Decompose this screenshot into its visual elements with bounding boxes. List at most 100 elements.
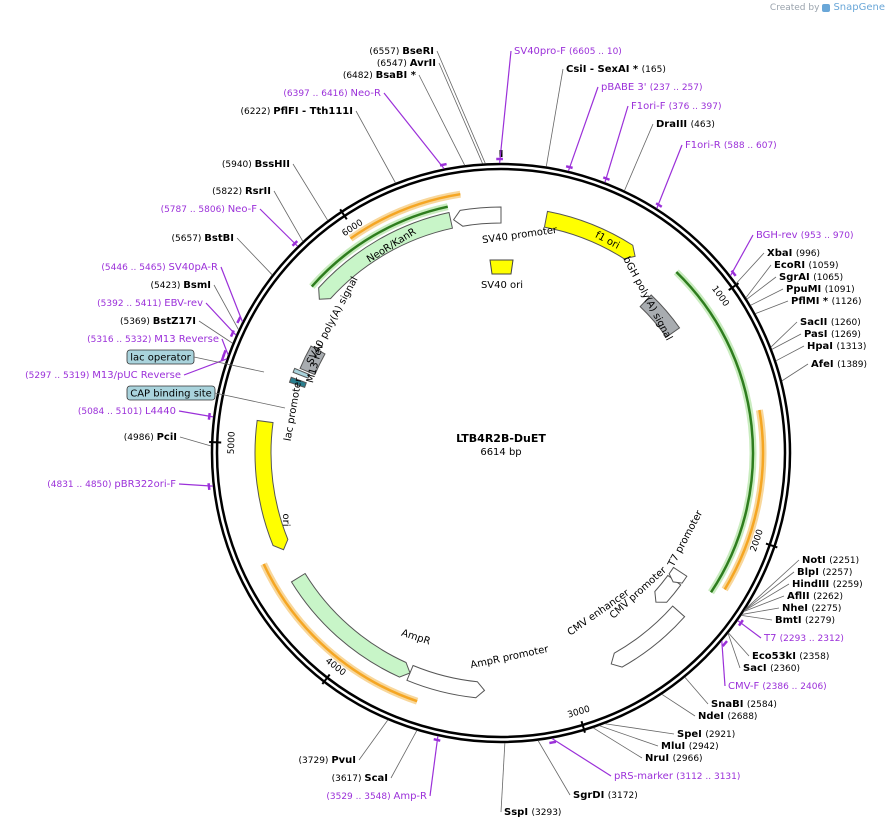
orf-arc[interactable] — [262, 563, 418, 703]
primer-bar[interactable] — [220, 354, 226, 362]
site-label[interactable]: NotI (2251) — [802, 555, 859, 566]
feature-neor-kanr[interactable] — [318, 211, 454, 300]
primer-bar[interactable] — [291, 240, 299, 247]
feature-label: ori — [280, 513, 291, 526]
site-label[interactable]: XbaI (996) — [767, 248, 820, 259]
feature-sv40-ori[interactable] — [489, 259, 514, 275]
primer-label[interactable]: (5084 .. 5101) L4440 — [78, 406, 176, 417]
feature-ampr-promoter[interactable] — [406, 664, 486, 699]
orf-arc[interactable] — [310, 205, 449, 288]
site-label[interactable]: SacI (2360) — [743, 663, 800, 674]
primer-label[interactable]: pRS-marker (3112 .. 3131) — [614, 771, 740, 782]
primer-bar[interactable] — [737, 619, 744, 627]
site-label[interactable]: (6547) AvrII — [377, 58, 436, 69]
site-label[interactable]: (4986) PciI — [124, 432, 177, 443]
primer-label[interactable]: (6397 .. 6416) Neo-R — [283, 88, 381, 99]
feature-sv40-promoter[interactable] — [452, 206, 502, 227]
backbone-inner-ring — [215, 167, 787, 739]
primer-label[interactable]: F1ori-F (376 .. 397) — [631, 101, 722, 112]
site-label[interactable]: (5940) BssHII — [222, 159, 290, 170]
primer-bar[interactable] — [721, 640, 728, 647]
site-label[interactable]: AflII (2262) — [787, 591, 843, 602]
site-label[interactable]: (5423) BsmI — [150, 280, 211, 291]
primer-label[interactable]: (5446 .. 5465) SV40pA-R — [101, 262, 218, 273]
site-label[interactable]: Eco53kI (2358) — [752, 651, 829, 662]
primer-bar[interactable] — [207, 412, 211, 420]
site-label[interactable]: (6222) PflFI - Tth111I — [240, 106, 353, 117]
site-leader — [755, 300, 789, 315]
primer-label[interactable]: (5316 .. 5332) M13 Reverse — [87, 334, 219, 345]
site-label[interactable]: SgrDI (3172) — [573, 790, 638, 801]
site-label[interactable]: SpeI (2921) — [677, 729, 735, 740]
primer-bar[interactable] — [439, 162, 447, 167]
primer-leader — [178, 410, 214, 418]
site-label[interactable]: SspI (3293) — [504, 807, 561, 818]
site-label[interactable]: CsiI - SexAI * (165) — [566, 64, 666, 75]
site-label[interactable]: SgrAI (1065) — [779, 272, 843, 283]
primer-bar[interactable] — [565, 165, 573, 170]
feature-lac-operator[interactable] — [292, 367, 311, 379]
site-leader — [661, 693, 696, 717]
primer-label[interactable]: (5392 .. 5411) EBV-rev — [97, 298, 203, 309]
feature-ori[interactable] — [254, 419, 289, 551]
primer-bar[interactable] — [602, 176, 610, 181]
site-leader — [741, 607, 780, 615]
site-leader — [213, 284, 239, 330]
primer-label[interactable]: BGH-rev (953 .. 970) — [756, 230, 854, 241]
site-label[interactable]: PasI (1269) — [804, 329, 861, 340]
primer-label[interactable]: (4831 .. 4850) pBR322ori-F — [47, 479, 176, 490]
site-label[interactable]: HindIII (2259) — [792, 579, 863, 590]
primer-bar[interactable] — [730, 269, 737, 277]
site-leader — [418, 74, 466, 166]
tick-mark — [765, 542, 778, 549]
primer-label[interactable]: (5297 .. 5319) M13/pUC Reverse — [25, 370, 181, 381]
primer-label[interactable]: F1ori-R (588 .. 607) — [685, 140, 777, 151]
primer-bar[interactable] — [655, 202, 663, 208]
feature-f1-ori[interactable] — [543, 210, 636, 260]
site-label[interactable]: PpuMI (1091) — [786, 284, 855, 295]
feature-cmv-enhancer[interactable] — [610, 605, 686, 668]
site-label[interactable]: (5369) BstZ17I — [120, 316, 196, 327]
primer-label[interactable]: (5787 .. 5806) Neo-F — [161, 204, 258, 215]
site-leader — [771, 333, 802, 350]
primer-bar[interactable] — [549, 740, 557, 745]
primer-bar[interactable] — [229, 329, 235, 338]
site-label[interactable]: SnaBI (2584) — [711, 699, 777, 710]
primer-bar[interactable] — [207, 483, 211, 491]
site-label[interactable]: NruI (2966) — [645, 753, 703, 764]
site-label[interactable]: (5657) BstBI — [172, 233, 235, 244]
primer-bar[interactable] — [236, 316, 242, 324]
feature-label: lac promoter — [283, 376, 305, 442]
feature-sv40-poly-a-signal[interactable] — [299, 345, 326, 376]
site-label[interactable]: AfeI (1389) — [811, 359, 867, 370]
site-label[interactable]: NdeI (2688) — [698, 711, 757, 722]
site-label[interactable]: (6557) BseRI — [369, 46, 434, 57]
feature-bgh-poly-a-signal[interactable] — [639, 294, 681, 338]
primer-label[interactable]: (3529 .. 3548) Amp-R — [326, 791, 427, 802]
site-label[interactable]: BlpI (2257) — [797, 567, 852, 578]
site-label[interactable]: HpaI (1313) — [807, 341, 866, 352]
feature-cap-binding-site[interactable] — [288, 376, 307, 389]
orf-arc[interactable] — [349, 192, 461, 240]
site-label[interactable]: (5822) RsrII — [212, 186, 271, 197]
site-label[interactable]: PflMI * (1126) — [791, 296, 862, 307]
site-label[interactable]: (6482) BsaBI * — [343, 70, 417, 81]
site-label[interactable]: (3729) PvuI — [299, 755, 356, 766]
tick-label: 5000 — [227, 431, 238, 455]
site-label[interactable]: EcoRI (1059) — [774, 260, 838, 271]
primer-label[interactable]: CMV-F (2386 .. 2406) — [728, 681, 827, 692]
orf-arc[interactable] — [675, 271, 755, 593]
primer-label[interactable]: T7 (2293 .. 2312) — [763, 633, 844, 644]
feature-ampr[interactable] — [290, 572, 411, 678]
site-label[interactable]: (3617) ScaI — [332, 773, 388, 784]
site-label[interactable]: BmtI (2279) — [775, 615, 835, 626]
site-label[interactable]: SacII (1260) — [800, 317, 861, 328]
site-label[interactable]: NheI (2275) — [782, 603, 841, 614]
feature-t7-promoter[interactable] — [668, 566, 688, 584]
primer-label[interactable]: pBABE 3' (237 .. 257) — [601, 82, 703, 93]
site-label[interactable]: MluI (2942) — [661, 741, 719, 752]
site-label[interactable]: DraIII (463) — [656, 119, 715, 130]
primer-bar[interactable] — [433, 737, 441, 742]
orf-arc[interactable] — [723, 409, 765, 591]
primer-label[interactable]: SV40pro-F (6605 .. 10) — [514, 46, 622, 57]
